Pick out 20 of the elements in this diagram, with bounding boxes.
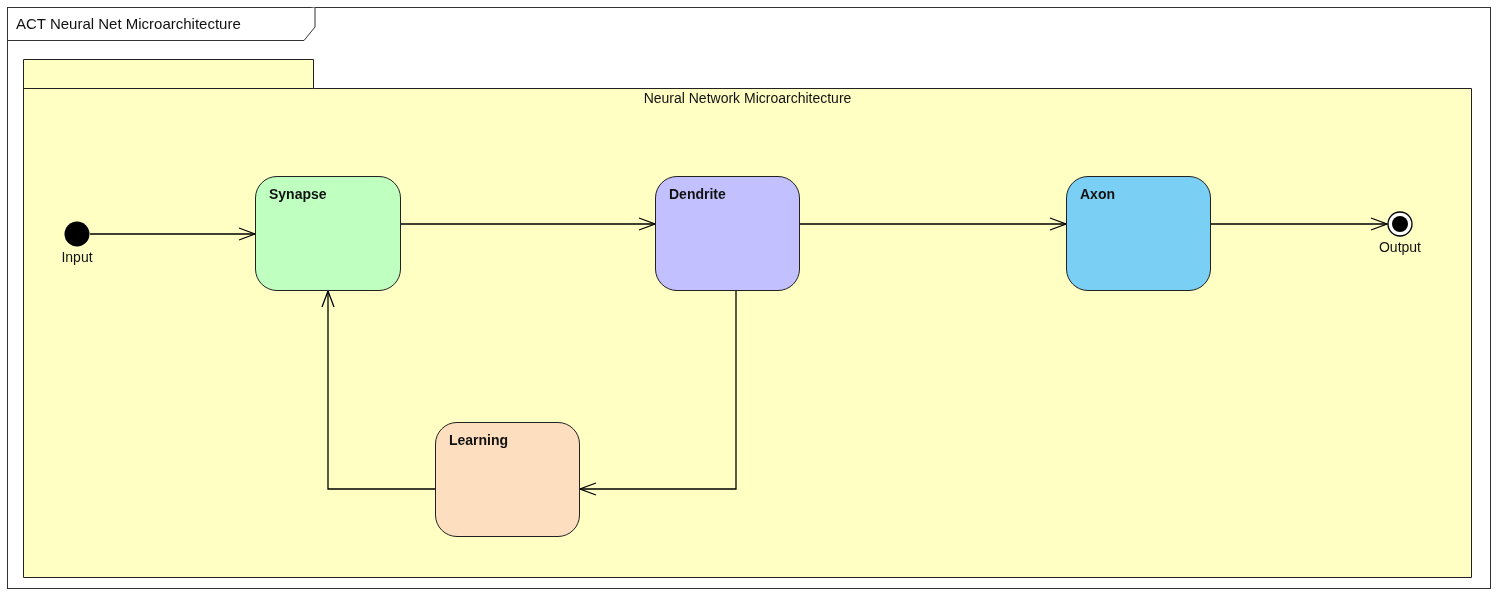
state-name: Axon <box>1080 186 1115 202</box>
transition-arrow <box>1210 217 1388 231</box>
state-name: Dendrite <box>669 186 726 202</box>
node-label: Output <box>1379 239 1421 255</box>
state-name: Learning <box>449 432 509 448</box>
final-node <box>1387 211 1413 237</box>
transition-arrow <box>321 290 436 490</box>
state-box <box>655 176 800 291</box>
state-box <box>435 422 580 537</box>
transition-arrow <box>579 290 737 496</box>
state-box <box>255 176 401 291</box>
node-label: Input <box>61 249 93 265</box>
package-name: Neural Network Microarchitecture <box>642 90 853 106</box>
state-box <box>1066 176 1211 291</box>
state-name: Synapse <box>269 186 327 202</box>
initial-node <box>64 221 90 247</box>
transition-arrow <box>400 217 656 231</box>
transition-arrow <box>89 227 256 241</box>
transition-arrow <box>799 217 1067 231</box>
diagram-title: ACT Neural Net Microarchitecture <box>16 15 241 32</box>
